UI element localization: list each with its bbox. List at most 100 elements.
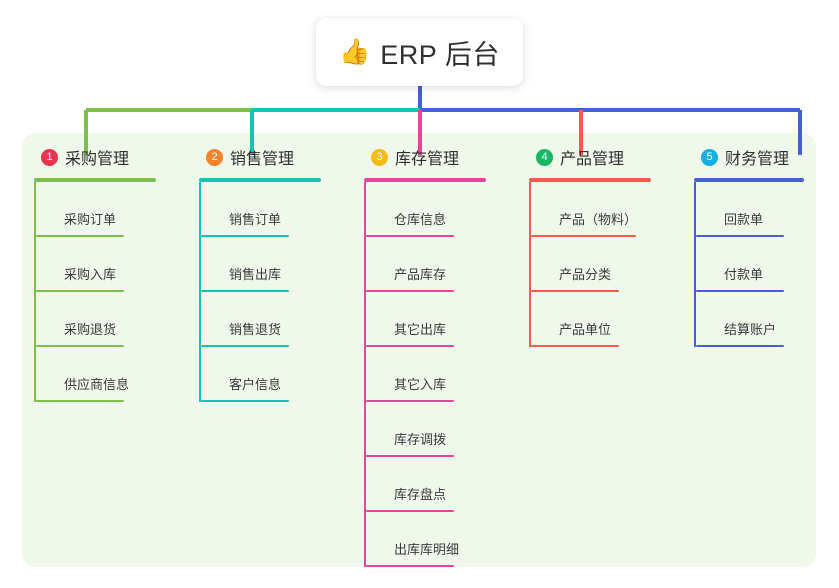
content-panel <box>22 133 816 567</box>
branch-title-3: 库存管理 <box>395 151 460 168</box>
branch-spine-3 <box>364 182 366 567</box>
list-item[interactable]: 其它出库 <box>364 292 517 347</box>
list-item-rule <box>201 345 289 347</box>
list-item-label: 产品（物料） <box>559 212 638 227</box>
branch-spine-2 <box>199 182 201 402</box>
list-item[interactable]: 采购入库 <box>34 237 187 292</box>
list-item[interactable]: 销售退货 <box>199 292 352 347</box>
branch-column-3: 3 库存管理仓库信息产品库存其它出库其它入库库存调拨库存盘点出库库明细 <box>352 133 517 567</box>
list-item-label: 采购入库 <box>64 267 117 282</box>
branch-header-3[interactable]: 3 库存管理 <box>352 143 517 171</box>
branch-spine-1 <box>34 182 36 402</box>
branch-column-2: 2 销售管理销售订单销售出库销售退货客户信息 <box>187 133 352 402</box>
branch-rule-1 <box>34 178 156 182</box>
branch-items-4: 产品（物料） 产品分类产品单位 <box>529 182 682 347</box>
branch-column-1: 1 采购管理采购订单采购入库采购退货供应商信息 <box>22 133 187 402</box>
root-node-title: ERP 后台 <box>380 39 500 70</box>
list-item-label: 采购订单 <box>64 212 117 227</box>
list-item[interactable]: 采购退货 <box>34 292 187 347</box>
branch-header-5[interactable]: 5 财务管理 <box>682 143 816 171</box>
list-item-rule <box>366 235 454 237</box>
branch-badge-4: 4 <box>536 148 553 166</box>
list-item-rule <box>201 400 289 402</box>
root-node-card[interactable]: 👍 ERP 后台 <box>316 18 523 86</box>
list-item-label: 付款单 <box>724 267 764 282</box>
list-item[interactable]: 回款单 <box>694 182 816 237</box>
list-item-label: 其它出库 <box>394 322 447 337</box>
branch-rule-2 <box>199 178 321 182</box>
list-item[interactable]: 销售出库 <box>199 237 352 292</box>
branch-spine-4 <box>529 182 531 347</box>
branch-items-1: 采购订单采购入库采购退货供应商信息 <box>34 182 187 402</box>
list-item-rule <box>36 345 124 347</box>
list-item-rule <box>366 290 454 292</box>
list-item[interactable]: 付款单 <box>694 237 816 292</box>
list-item-rule <box>366 565 454 567</box>
list-item-label: 出库库明细 <box>394 542 460 557</box>
branch-items-5: 回款单付款单结算账户 <box>694 182 816 347</box>
list-item-rule <box>531 235 636 237</box>
list-item[interactable]: 结算账户 <box>694 292 816 347</box>
list-item-label: 客户信息 <box>229 377 282 392</box>
branch-items-3: 仓库信息产品库存其它出库其它入库库存调拨库存盘点出库库明细 <box>364 182 517 567</box>
list-item[interactable]: 销售订单 <box>199 182 352 237</box>
list-item[interactable]: 产品单位 <box>529 292 682 347</box>
branch-items-2: 销售订单销售出库销售退货客户信息 <box>199 182 352 402</box>
list-item-rule <box>36 235 124 237</box>
list-item-rule <box>531 290 619 292</box>
list-item[interactable]: 出库库明细 <box>364 512 517 567</box>
list-item-rule <box>201 290 289 292</box>
list-item-rule <box>36 400 124 402</box>
list-item-rule <box>36 290 124 292</box>
branch-badge-5: 5 <box>701 148 718 166</box>
list-item-rule <box>366 510 454 512</box>
branch-badge-3: 3 <box>371 148 388 166</box>
branch-badge-2: 2 <box>206 148 223 166</box>
list-item-label: 销售退货 <box>229 322 282 337</box>
list-item-rule <box>366 455 454 457</box>
list-item[interactable]: 产品（物料） <box>529 182 682 237</box>
branch-badge-1: 1 <box>41 148 58 166</box>
branch-rule-5 <box>694 178 804 182</box>
branch-column-4: 4 产品管理产品（物料） 产品分类产品单位 <box>517 133 682 347</box>
list-item-label: 结算账户 <box>724 322 777 337</box>
list-item[interactable]: 产品分类 <box>529 237 682 292</box>
list-item-label: 回款单 <box>724 212 764 227</box>
list-item-label: 产品库存 <box>394 267 447 282</box>
list-item[interactable]: 库存调拨 <box>364 402 517 457</box>
list-item[interactable]: 其它入库 <box>364 347 517 402</box>
list-item-label: 供应商信息 <box>64 377 130 392</box>
list-item-label: 库存调拨 <box>394 432 447 447</box>
list-item-label: 销售订单 <box>229 212 282 227</box>
list-item-label: 产品分类 <box>559 267 612 282</box>
branch-columns: 1 采购管理采购订单采购入库采购退货供应商信息 2 销售管理销售订单销售出库销售退货客… <box>22 133 816 567</box>
list-item-rule <box>696 235 784 237</box>
branch-title-4: 产品管理 <box>560 151 625 168</box>
list-item-rule <box>531 345 619 347</box>
list-item-rule <box>366 400 454 402</box>
list-item[interactable]: 仓库信息 <box>364 182 517 237</box>
branch-title-2: 销售管理 <box>230 151 295 168</box>
list-item-rule <box>201 235 289 237</box>
branch-header-4[interactable]: 4 产品管理 <box>517 143 682 171</box>
list-item[interactable]: 产品库存 <box>364 237 517 292</box>
branch-spine-5 <box>694 182 696 347</box>
branch-title-1: 采购管理 <box>65 151 130 168</box>
list-item[interactable]: 客户信息 <box>199 347 352 402</box>
thumbs-up-icon: 👍 <box>339 37 371 66</box>
branch-rule-3 <box>364 178 486 182</box>
list-item-label: 采购退货 <box>64 322 117 337</box>
list-item-rule <box>696 290 784 292</box>
list-item-label: 其它入库 <box>394 377 447 392</box>
list-item[interactable]: 采购订单 <box>34 182 187 237</box>
list-item-label: 产品单位 <box>559 322 612 337</box>
list-item-rule <box>366 345 454 347</box>
list-item[interactable]: 库存盘点 <box>364 457 517 512</box>
branch-title-5: 财务管理 <box>725 151 790 168</box>
list-item[interactable]: 供应商信息 <box>34 347 187 402</box>
list-item-label: 仓库信息 <box>394 212 447 227</box>
branch-header-1[interactable]: 1 采购管理 <box>22 143 187 171</box>
branch-column-5: 5 财务管理回款单付款单结算账户 <box>682 133 816 347</box>
branch-header-2[interactable]: 2 销售管理 <box>187 143 352 171</box>
